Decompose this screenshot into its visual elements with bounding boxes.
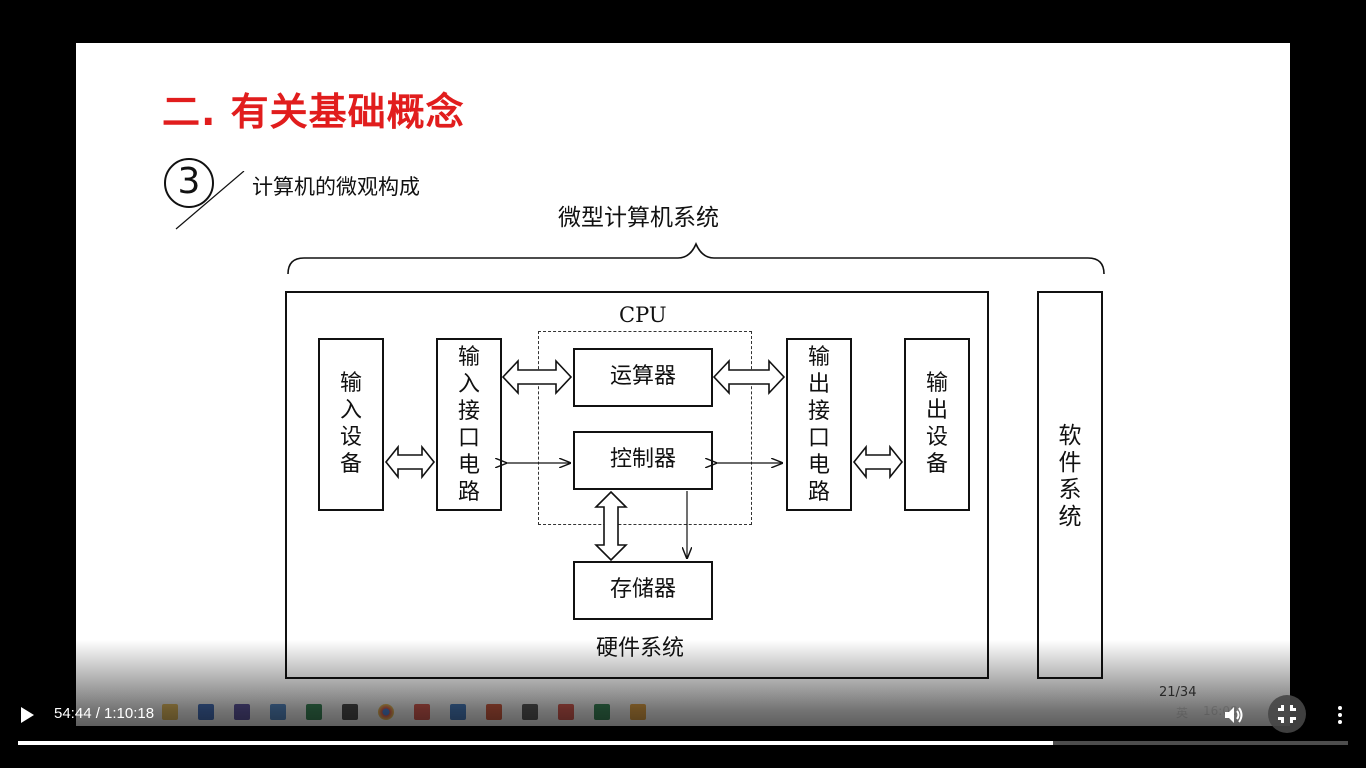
exit-fullscreen-button[interactable] [1268, 695, 1306, 733]
rss-icon [558, 704, 574, 720]
alu-box: 运算器 [573, 348, 713, 407]
slide-subtitle: 计算机的微观构成 [252, 175, 420, 199]
input-device-box: 输 入 设 备 [318, 338, 384, 511]
software-label: 软 件 系 统 [1058, 423, 1082, 530]
time-display: 54:44 / 1:10:18 [54, 705, 155, 722]
cpu-frame [538, 331, 752, 525]
software-box: 软 件 系 统 [1037, 291, 1103, 679]
orange-app-icon [630, 704, 646, 720]
output-interface-box: 输 出 接 口 电 路 [786, 338, 852, 511]
input-interface-box: 输 入 接 口 电 路 [436, 338, 502, 511]
word-icon [198, 704, 214, 720]
chrome-icon [378, 704, 394, 720]
window-icon [270, 704, 286, 720]
output-device-box: 输 出 设 备 [904, 338, 970, 511]
folder-icon [162, 704, 178, 720]
app-icon [522, 704, 538, 720]
play-icon[interactable] [16, 704, 38, 726]
taskbar [76, 696, 1290, 726]
curly-brace [287, 241, 1105, 275]
memory-box: 存储器 [573, 561, 713, 620]
controller-box: 控制器 [573, 431, 713, 490]
photo-icon [450, 704, 466, 720]
more-options-icon[interactable] [1330, 703, 1350, 727]
tray-ime: 英 [1176, 706, 1189, 720]
circle-number: 3 [164, 158, 214, 208]
rss-icon [414, 704, 430, 720]
cpu-label: CPU [619, 303, 667, 327]
slide: 二. 有关基础概念 3 计算机的微观构成 微型计算机系统 软 件 系 统 CPU… [76, 43, 1290, 726]
volume-icon[interactable] [1222, 703, 1246, 727]
library-icon [234, 704, 250, 720]
progress-bar[interactable] [18, 741, 1348, 745]
powerpoint-icon [486, 704, 502, 720]
exit-fullscreen-icon [1278, 705, 1296, 723]
slash-decoration [175, 171, 245, 230]
green-app-icon [594, 704, 610, 720]
hardware-label: 硬件系统 [596, 636, 685, 661]
slide-title: 二. 有关基础概念 [162, 90, 465, 134]
progress-fill [18, 741, 1053, 745]
system-title: 微型计算机系统 [558, 205, 719, 231]
excel-icon [306, 704, 322, 720]
app-icon [342, 704, 358, 720]
